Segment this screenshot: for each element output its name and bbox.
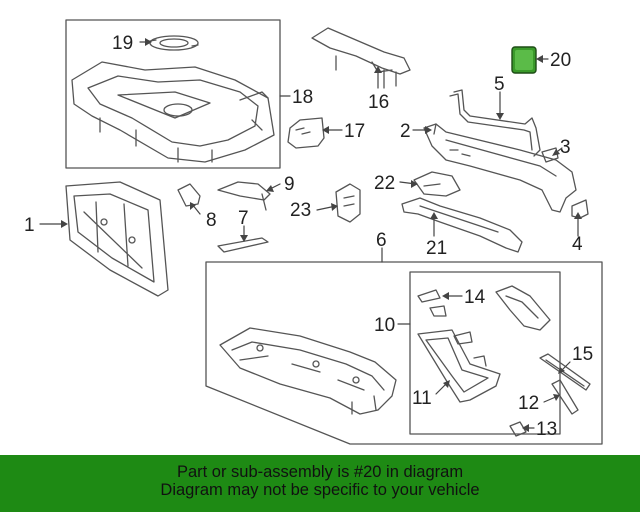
callout-10: 10 — [374, 315, 395, 336]
info-banner: Part or sub-assembly is #20 in diagram D… — [0, 455, 640, 512]
callout-7: 7 — [238, 208, 249, 229]
part-12-bracket — [551, 379, 579, 415]
part-21-rail — [401, 197, 523, 253]
part-2-rear-panel-member — [423, 123, 577, 213]
callout-2: 2 — [400, 121, 411, 142]
callout-15: 15 — [572, 344, 593, 365]
callout-21: 21 — [426, 238, 447, 259]
callout-9: 9 — [284, 174, 295, 195]
part-10-trim-panel — [495, 285, 551, 331]
part-14-clips — [417, 289, 447, 317]
part-4-bracket — [571, 199, 589, 219]
part-8-bracket — [177, 183, 201, 207]
part-6-floor-assembly — [219, 327, 397, 415]
callout-22: 22 — [374, 173, 395, 194]
callout-3: 3 — [560, 137, 571, 158]
part-18-group-box — [65, 19, 281, 169]
callout-17: 17 — [344, 121, 365, 142]
callout-23: 23 — [290, 200, 311, 221]
banner-line-part-number: Part or sub-assembly is #20 in diagram — [176, 463, 464, 481]
callout-5: 5 — [494, 74, 505, 95]
callout-8: 8 — [206, 210, 217, 231]
part-15-trim-strip — [539, 353, 591, 391]
callout-12: 12 — [518, 393, 539, 414]
part-18-rear-floor-pan — [71, 61, 275, 163]
callout-19: 19 — [112, 33, 133, 54]
callout-14: 14 — [464, 287, 486, 308]
part-7-strip — [217, 237, 269, 253]
part-23-bracket — [335, 183, 361, 223]
part-9-bracket — [217, 181, 271, 211]
arrow-heads — [61, 38, 582, 432]
callout-4: 4 — [572, 234, 583, 255]
part-11-frame — [417, 329, 501, 403]
banner-line-disclaimer: Diagram may not be specific to your vehi… — [160, 481, 480, 499]
callout-6: 6 — [376, 230, 387, 251]
callout-labels: 1 2 3 4 5 6 7 8 9 10 11 12 13 14 15 16 1… — [24, 33, 593, 440]
part-1-side-panel — [65, 181, 169, 297]
callout-20: 20 — [550, 50, 571, 71]
part-16-cross-brace — [311, 27, 411, 89]
callout-11: 11 — [412, 388, 432, 409]
part-19-spare-cover — [149, 35, 199, 51]
callout-16: 16 — [368, 92, 389, 113]
part-17-bracket — [287, 117, 325, 149]
callout-18: 18 — [292, 87, 313, 108]
part-13-clip — [509, 421, 527, 437]
callout-1: 1 — [24, 215, 35, 236]
part-20-module-highlighted — [511, 46, 537, 74]
part-22-bracket — [413, 171, 461, 197]
part-3-clip — [541, 147, 559, 163]
exploded-parts-diagram: 1 2 3 4 5 6 7 8 9 10 11 12 13 14 15 16 1… — [24, 19, 603, 445]
callout-13: 13 — [536, 419, 557, 440]
part-5-bar — [449, 89, 541, 157]
